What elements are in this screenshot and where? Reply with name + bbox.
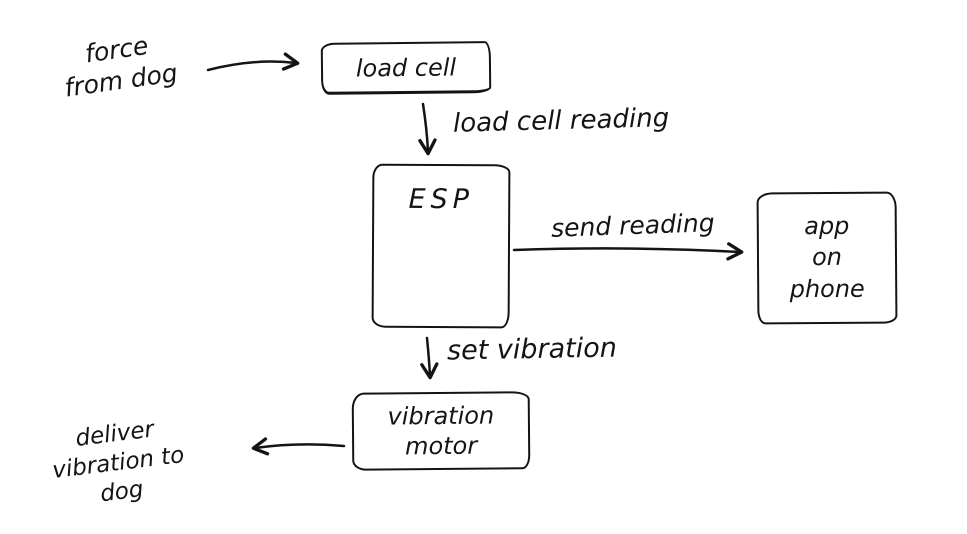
edge-label-load-cell-reading: load cell reading: [452, 103, 670, 139]
node-app-line2: on: [811, 243, 843, 272]
node-app-line1: app: [804, 212, 850, 241]
annotation-deliver-vibration: deliver vibration to dog: [47, 412, 189, 514]
node-load-cell-label: load cell: [355, 52, 457, 83]
node-app-line3: phone: [789, 274, 865, 303]
node-esp-label: ESP: [408, 183, 475, 216]
node-esp: ESP: [371, 163, 511, 329]
node-load-cell: load cell: [320, 41, 492, 95]
arrow-force-to-load-cell: [206, 52, 300, 72]
arrow-esp-to-app: [512, 242, 744, 261]
arrow-vibration-motor-to-dog: [251, 437, 346, 456]
edge-label-send-reading: send reading: [550, 208, 716, 243]
arrow-load-cell-to-esp: [418, 102, 437, 156]
edge-label-set-vibration: set vibration: [446, 332, 618, 367]
annotation-force-from-dog: force from dog: [58, 26, 180, 104]
node-vibration-motor: vibration motor: [351, 391, 531, 471]
arrow-esp-to-vibration-motor: [420, 336, 439, 380]
node-vibration-motor-line2: motor: [404, 431, 478, 461]
node-vibration-motor-line1: vibration: [387, 401, 495, 431]
node-app-on-phone: app on phone: [756, 191, 898, 325]
